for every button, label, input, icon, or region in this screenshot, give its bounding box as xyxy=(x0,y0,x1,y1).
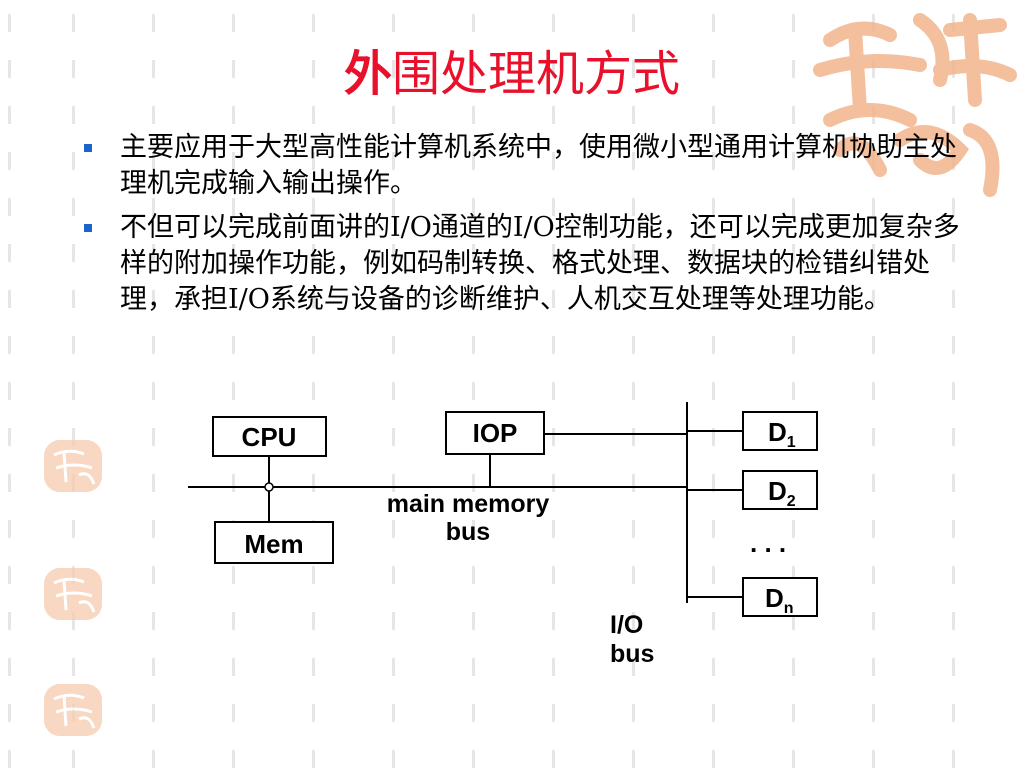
device-ellipsis: . . . xyxy=(750,528,786,558)
mem-box xyxy=(214,521,334,564)
slide-title: 外围处理机方式 xyxy=(0,34,1024,104)
calligraphy-stamp-icon xyxy=(44,440,102,492)
device-label: Dn xyxy=(765,583,794,617)
device-label: D1 xyxy=(768,417,796,451)
device-box-1 xyxy=(742,411,818,451)
bullet-item: 主要应用于大型高性能计算机系统中，使用微小型通用计算机协助主处理机完成输入输出操… xyxy=(84,130,984,202)
calligraphy-stamp-icon xyxy=(44,684,102,736)
device-box-n xyxy=(742,577,818,617)
io-bus-label: I/O xyxy=(610,611,643,639)
device-sub: 2 xyxy=(787,493,796,510)
iop-box xyxy=(445,411,545,455)
main-bus-label-2: bus xyxy=(446,518,490,546)
bullet-text: 不但可以完成前面讲的I/O通道的I/O控制功能，还可以完成更加复杂多样的附加操作… xyxy=(120,212,960,315)
device-base: D xyxy=(768,476,787,506)
bullet-square-icon xyxy=(84,144,92,152)
bullet-square-icon xyxy=(84,224,92,232)
bus-junction xyxy=(264,482,274,492)
slide-title-rest: 围处理机方式 xyxy=(392,46,681,102)
device-sub: n xyxy=(784,600,794,617)
bullet-list: 主要应用于大型高性能计算机系统中，使用微小型通用计算机协助主处理机完成输入输出操… xyxy=(84,130,984,326)
auspicious-calligraphy-logo xyxy=(813,13,1017,197)
bullet-item: 不但可以完成前面讲的I/O通道的I/O控制功能，还可以完成更加复杂多样的附加操作… xyxy=(84,210,984,318)
cpu-label: CPU xyxy=(242,422,297,452)
cpu-box xyxy=(212,416,327,457)
slide-title-first-char: 外 xyxy=(343,46,392,102)
calligraphy-stamp-icon xyxy=(44,568,102,620)
io-bus-label-2: bus xyxy=(610,640,654,668)
mem-label: Mem xyxy=(244,529,303,559)
device-base: D xyxy=(768,417,787,447)
device-label: D2 xyxy=(768,476,796,510)
iop-label: IOP xyxy=(473,418,518,448)
bullet-text: 主要应用于大型高性能计算机系统中，使用微小型通用计算机协助主处理机完成输入输出操… xyxy=(120,132,957,199)
device-sub: 1 xyxy=(787,434,796,451)
device-base: D xyxy=(765,583,784,613)
main-bus-label: main memory xyxy=(387,490,550,518)
device-box-2 xyxy=(742,470,818,510)
